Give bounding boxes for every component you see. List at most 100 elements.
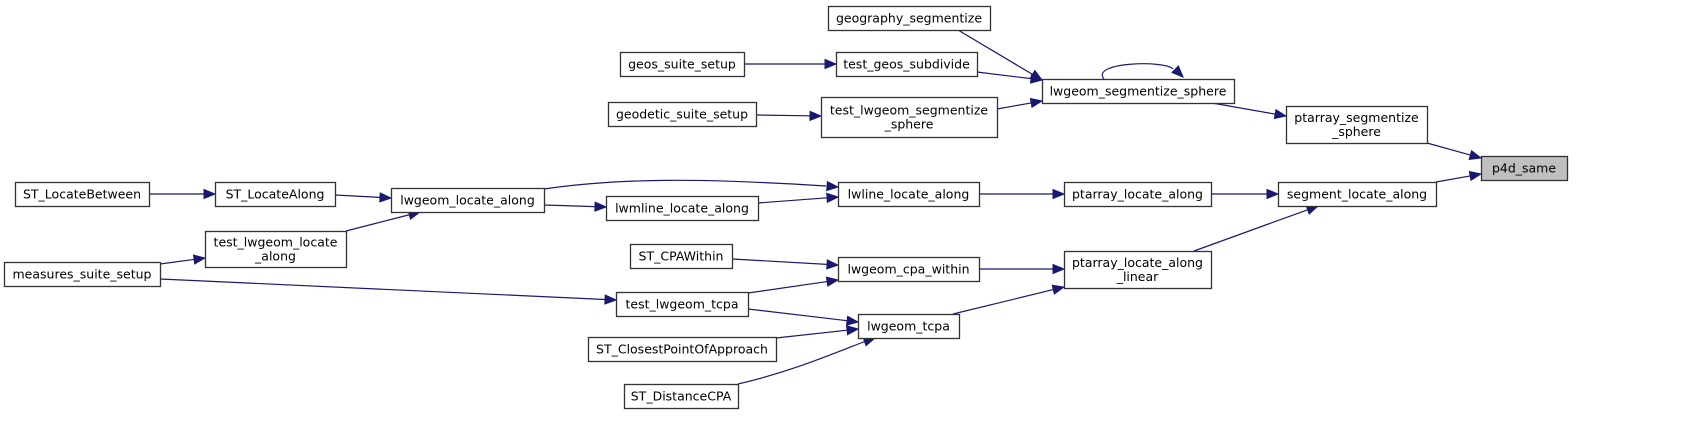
edge-line — [1193, 209, 1308, 252]
arrow-head-icon — [825, 276, 840, 287]
node-box — [629, 243, 734, 270]
arrow-head-icon — [203, 188, 217, 200]
arrow-head-icon — [192, 254, 207, 265]
arrow-head-icon — [824, 58, 838, 70]
edge-lwgeom_locate_along-to-lwline_locate_along — [543, 179, 840, 192]
edge-line — [543, 204, 596, 208]
edge-segment_locate_along-to-p4d_same — [1435, 170, 1483, 183]
node-label: lwgeom_cpa_within — [847, 262, 969, 277]
node-box — [390, 187, 546, 214]
node-p4d_same[interactable]: p4d_same — [1480, 155, 1569, 182]
node-label: test_lwgeom_tcpa — [625, 297, 738, 312]
edge-lwgeom_segmentize_sphere-to-ptarray_segmentize_sphere — [1211, 102, 1288, 120]
edge-ST_ClosestPointOfApproach-to-lwgeom_tcpa — [775, 325, 860, 339]
arrow-head-icon — [1468, 170, 1483, 182]
node-segment_locate_along[interactable]: segment_locate_along — [1277, 181, 1438, 208]
node-box — [857, 313, 961, 340]
node-label: p4d_same — [1492, 161, 1556, 176]
node-box — [1480, 155, 1569, 182]
node-lwgeom_segmentize_sphere[interactable]: lwgeom_segmentize_sphere — [1041, 78, 1236, 105]
edge-line — [731, 258, 828, 265]
edge-ST_LocateAlong-to-lwgeom_locate_along — [334, 192, 393, 203]
node-box — [623, 383, 740, 410]
node-label: geography_segmentize — [836, 11, 982, 26]
edge-lwline_locate_along-to-ptarray_locate_along — [979, 188, 1066, 200]
edge-test_lwgeom_locate_along-to-lwgeom_locate_along — [345, 209, 422, 232]
node-label: _linear — [1116, 269, 1159, 284]
node-test_lwgeom_locate_along[interactable]: test_lwgeom_locate_along — [204, 230, 348, 269]
node-geography_segmentize[interactable]: geography_segmentize — [827, 5, 992, 32]
node-ptarray_locate_along[interactable]: ptarray_locate_along — [1063, 181, 1213, 208]
node-box — [827, 5, 992, 32]
arrow-head-icon — [809, 110, 823, 122]
node-label: lwmline_locate_along — [615, 201, 749, 216]
node-box — [14, 181, 151, 208]
node-label: test_lwgeom_segmentize — [830, 103, 989, 118]
node-ST_LocateBetween[interactable]: ST_LocateBetween — [14, 181, 151, 208]
node-test_lwgeom_segmentize_sphere[interactable]: test_lwgeom_segmentize_sphere — [820, 96, 999, 139]
node-ptarray_locate_along_linear[interactable]: ptarray_locate_along_linear — [1063, 250, 1213, 290]
edge-line — [747, 280, 828, 294]
arrow-head-icon — [826, 180, 840, 192]
node-box — [1063, 181, 1213, 208]
edge-lwmline_locate_along-to-lwline_locate_along — [757, 192, 840, 204]
node-ST_ClosestPointOfApproach[interactable]: ST_ClosestPointOfApproach — [587, 336, 778, 363]
node-box — [587, 336, 778, 363]
edge-line — [775, 329, 848, 339]
node-lwmline_locate_along[interactable]: lwmline_locate_along — [605, 195, 760, 222]
arrow-head-icon — [1468, 149, 1483, 160]
arrow-head-icon — [379, 192, 393, 203]
edge-line — [755, 114, 811, 117]
edge-ST_CPAWithin-to-lwgeom_cpa_within — [731, 258, 840, 270]
edge-ST_LocateBetween-to-ST_LocateAlong — [149, 188, 217, 200]
edges-layer — [149, 29, 1483, 385]
node-box — [820, 96, 999, 139]
node-ptarray_segmentize_sphere[interactable]: ptarray_segmentize_sphere — [1285, 105, 1429, 145]
node-box — [837, 256, 981, 283]
node-ST_DistanceCPA[interactable]: ST_DistanceCPA — [623, 383, 740, 410]
arrow-head-icon — [1052, 263, 1066, 275]
node-lwgeom_tcpa[interactable]: lwgeom_tcpa — [857, 313, 961, 340]
node-label: _along — [254, 249, 296, 264]
node-geos_suite_setup[interactable]: geos_suite_setup — [619, 51, 746, 78]
node-label: lwgeom_segmentize_sphere — [1050, 84, 1227, 99]
node-label: ST_CPAWithin — [639, 249, 724, 264]
node-label: ptarray_locate_along — [1072, 187, 1203, 202]
edge-line — [1426, 142, 1471, 156]
node-label: measures_suite_setup — [13, 267, 152, 282]
node-measures_suite_setup[interactable]: measures_suite_setup — [3, 261, 162, 288]
edge-lwgeom_tcpa-to-ptarray_locate_along_linear — [952, 284, 1066, 315]
edge-test_lwgeom_segmentize_sphere-to-lwgeom_segmentize_sphere — [996, 97, 1044, 110]
edge-line — [1435, 175, 1471, 183]
edge-lwgeom_cpa_within-to-ptarray_locate_along_linear — [979, 263, 1066, 275]
node-box — [1285, 105, 1429, 145]
node-test_lwgeom_tcpa[interactable]: test_lwgeom_tcpa — [615, 291, 750, 318]
node-label: test_geos_subdivide — [843, 57, 970, 72]
node-ST_CPAWithin[interactable]: ST_CPAWithin — [629, 243, 734, 270]
edge-lwgeom_segmentize_sphere-to-lwgeom_segmentize_sphere — [1101, 63, 1184, 80]
node-label: ptarray_segmentize — [1294, 110, 1419, 125]
edge-geos_suite_setup-to-test_geos_subdivide — [744, 58, 838, 70]
edge-line — [1101, 63, 1174, 80]
edge-test_lwgeom_tcpa-to-lwgeom_tcpa — [747, 308, 860, 326]
node-label: ST_ClosestPointOfApproach — [596, 342, 768, 357]
edge-line — [159, 278, 606, 301]
node-lwgeom_cpa_within[interactable]: lwgeom_cpa_within — [837, 256, 981, 283]
node-label: ST_DistanceCPA — [631, 389, 732, 404]
node-test_geos_subdivide[interactable]: test_geos_subdivide — [835, 51, 979, 78]
arrow-head-icon — [594, 201, 608, 212]
node-box — [204, 230, 348, 269]
arrow-head-icon — [1051, 284, 1066, 295]
node-box — [1063, 250, 1213, 290]
node-label: lwgeom_locate_along — [400, 193, 535, 208]
node-box — [607, 101, 758, 128]
node-ST_LocateAlong[interactable]: ST_LocateAlong — [214, 181, 337, 208]
node-geodetic_suite_setup[interactable]: geodetic_suite_setup — [607, 101, 758, 128]
edge-geodetic_suite_setup-to-test_lwgeom_segmentize_sphere — [755, 110, 823, 122]
node-label: ST_LocateBetween — [23, 187, 141, 202]
arrow-head-icon — [1029, 73, 1044, 84]
edge-ptarray_locate_along-to-segment_locate_along — [1211, 188, 1280, 200]
node-lwgeom_locate_along[interactable]: lwgeom_locate_along — [390, 187, 546, 214]
node-lwline_locate_along[interactable]: lwline_locate_along — [837, 181, 981, 208]
